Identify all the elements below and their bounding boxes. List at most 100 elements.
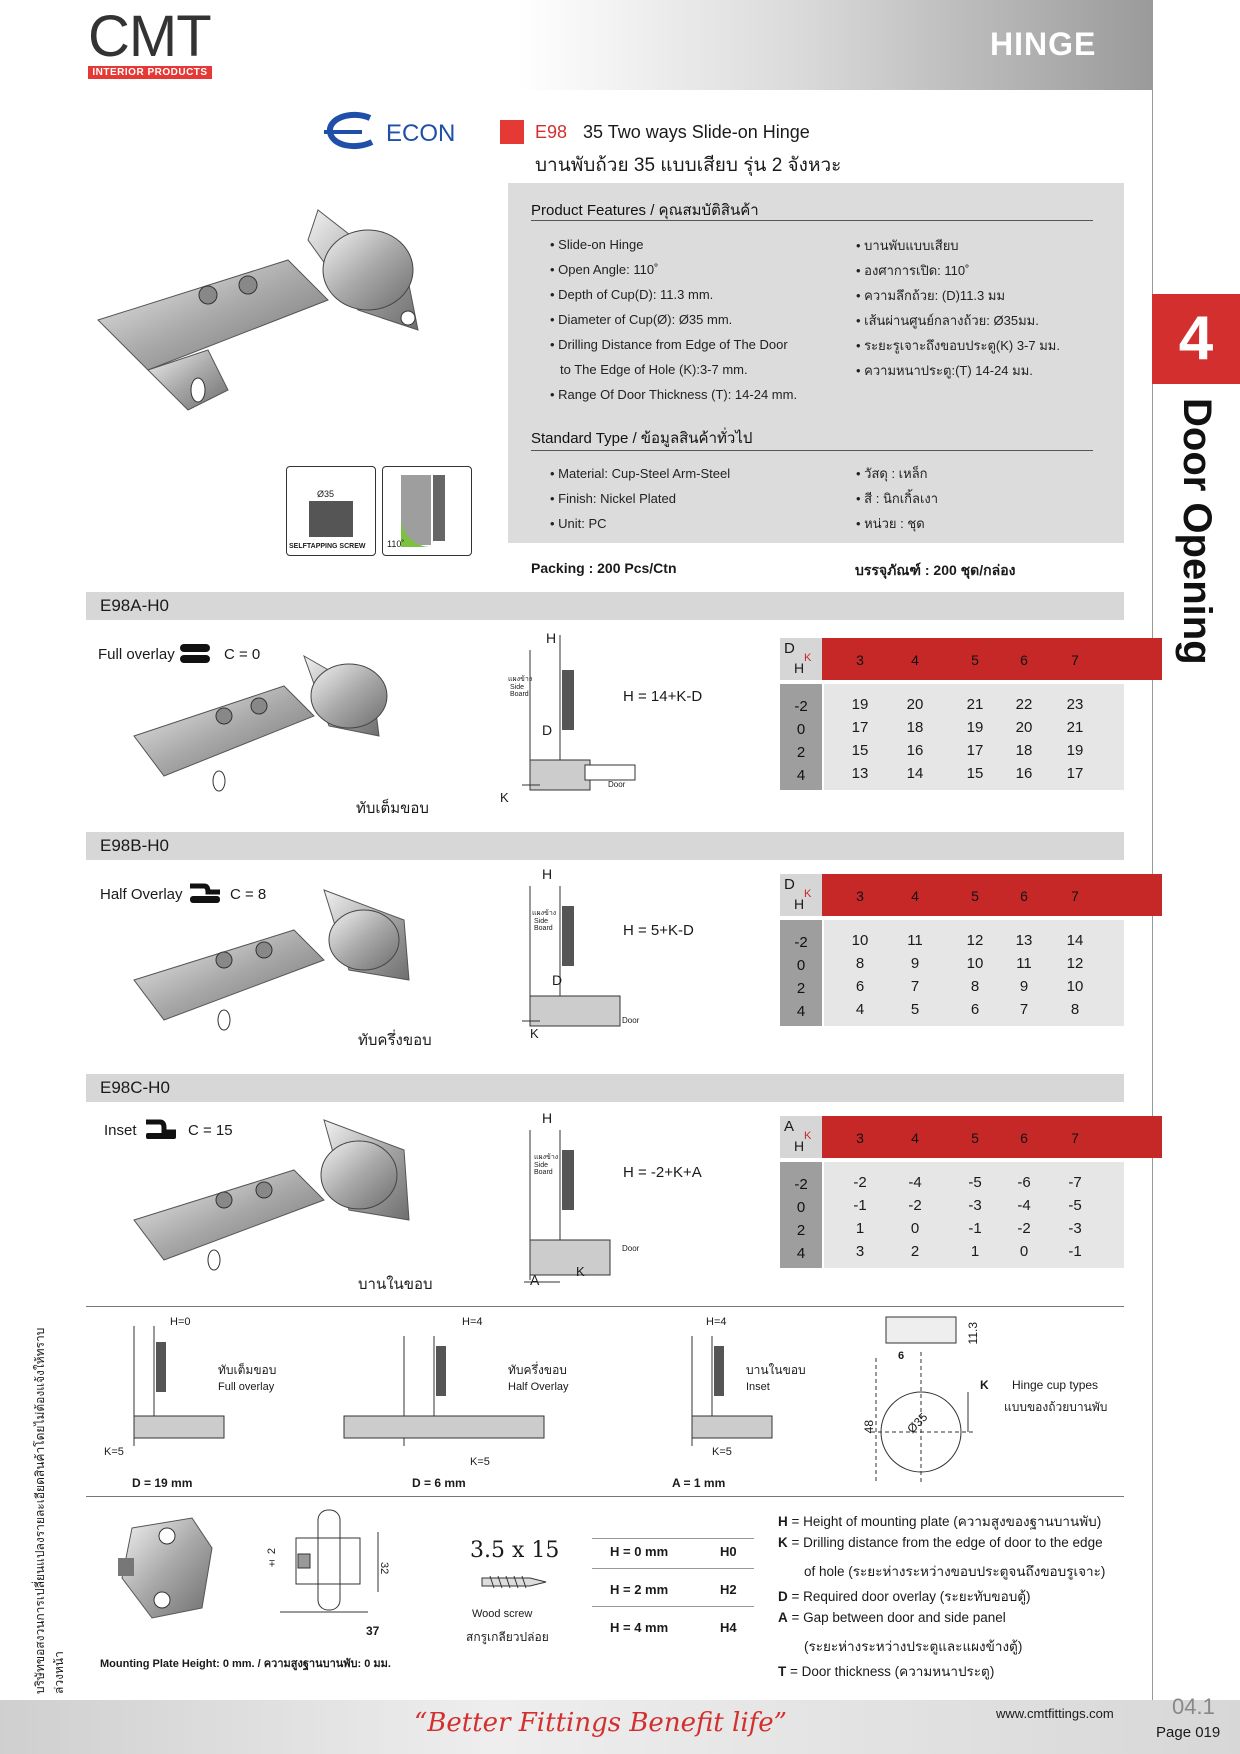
table-cell: -3 xyxy=(1068,1220,1082,1237)
legend-text: = Required door overlay (ระยะทับขอบตู้) xyxy=(791,1589,1031,1604)
table-row-labels xyxy=(780,684,822,790)
website-link[interactable]: www.cmtfittings.com xyxy=(996,1706,1114,1721)
mounting-diagram: H แผงข้าง Side Board D K Door xyxy=(500,866,670,1041)
corner-bottom: H xyxy=(794,1138,805,1154)
dim-k: K xyxy=(500,790,509,805)
table-cell: 14 xyxy=(906,765,924,782)
table-corner: D K H xyxy=(780,874,822,916)
mounting-plate-photo xyxy=(118,1517,213,1619)
wood-screw-th: สกรูเกลียวปล่อย xyxy=(466,1630,549,1644)
plate-dim-37: 37 xyxy=(366,1624,380,1638)
corner-top: A xyxy=(784,1118,795,1135)
wood-screw-en: Wood screw xyxy=(472,1608,533,1620)
overlay-label: Full overlay xyxy=(98,646,175,663)
example-h: H=4 xyxy=(462,1316,483,1328)
side-board: Side Board xyxy=(534,918,553,932)
legend-line: A = Gap between door and side panel xyxy=(778,1610,1006,1625)
table-cell: 20 xyxy=(1015,719,1033,736)
open-angle-icon xyxy=(401,475,445,547)
example-k: K=5 xyxy=(104,1446,124,1458)
example-diagram xyxy=(343,1336,545,1446)
table-cell: 1 xyxy=(855,1220,865,1237)
example-h: H=4 xyxy=(706,1316,727,1328)
corner-k: K xyxy=(804,1130,812,1142)
example-thai: บานในขอบ xyxy=(746,1363,806,1377)
mounting-diagram: H แผงข้าง Side Board D K Door xyxy=(500,630,670,805)
table-cell: 15 xyxy=(966,765,984,782)
dim-k: K xyxy=(530,1026,539,1041)
table-cell: 13 xyxy=(851,765,869,782)
table-cell: 0 xyxy=(910,1220,920,1237)
table-cell: 13 xyxy=(1015,932,1033,949)
example-h: H=0 xyxy=(170,1316,191,1328)
row-label: 4 xyxy=(796,1245,806,1262)
half-overlay-icon xyxy=(190,883,220,903)
table-cell: 18 xyxy=(906,719,924,736)
table-cell: 5 xyxy=(910,1001,920,1018)
model-marker-icon xyxy=(500,120,524,144)
table-cell: 7 xyxy=(1019,1001,1029,1018)
dim-d: D xyxy=(552,972,563,988)
row-label: 2 xyxy=(796,1222,806,1239)
standard-rule xyxy=(531,450,1093,451)
table-header-cell: 4 xyxy=(911,652,919,668)
divider xyxy=(86,1496,1124,1497)
table-cell: 11 xyxy=(907,932,923,949)
corner-top: D xyxy=(784,876,795,893)
dim-d: D xyxy=(542,722,553,738)
table-cell: 16 xyxy=(1015,765,1033,782)
example-thai: ทับครึ่งขอบ xyxy=(508,1363,567,1377)
open-angle-label: 110˚ xyxy=(387,539,405,549)
table-cell: -4 xyxy=(1017,1197,1031,1214)
table-header-cell: 5 xyxy=(971,1130,979,1146)
table-cell: -2 xyxy=(908,1197,922,1214)
econ-brand-text: ECON xyxy=(386,120,456,147)
table-cell: 20 xyxy=(906,696,924,713)
legend-text: (ระยะห่างระหว่างประตูและแผงข้างตู้) xyxy=(804,1639,1023,1654)
table-cell: 9 xyxy=(910,955,920,972)
plate-dim-12: ± 2 xyxy=(266,1548,278,1570)
hinge-photo-main xyxy=(97,209,419,411)
plate-height: H = 0 mm xyxy=(610,1544,669,1559)
table-header-cell: 7 xyxy=(1071,888,1079,904)
table-cell: 21 xyxy=(1066,719,1084,736)
table-cell: -5 xyxy=(1068,1197,1082,1214)
table-cell: 12 xyxy=(966,932,984,949)
plate-code: H4 xyxy=(720,1620,737,1635)
legend-line: of hole (ระยะห่างระหว่างขอบประตูจนถึงขอบ… xyxy=(804,1560,1105,1582)
table-cell: 17 xyxy=(1066,765,1084,782)
hinge-cup-diagram xyxy=(871,1316,976,1482)
overlay-table: D K H 3 4 5 6 7 -2 0 2 4 19 20 21 22 23 … xyxy=(780,638,1162,806)
feature-en: Diameter of Cup(Ø): Ø35 mm. xyxy=(550,312,732,327)
table-cell: -4 xyxy=(908,1174,922,1191)
model-code-label: E98A-H0 xyxy=(100,596,169,615)
mounting-caption: Mounting Plate Height: 0 mm. / ความสูงฐา… xyxy=(100,1658,391,1670)
door-label: Door xyxy=(622,1244,640,1253)
cup-types-th: แบบของถ้วยบานพับ xyxy=(1004,1400,1108,1414)
series-label: Door Opening Series xyxy=(1065,398,1219,665)
open-angle-icon-box: 110˚ xyxy=(382,466,472,556)
table-cell: 8 xyxy=(1070,1001,1080,1018)
cup-depth-dim: 11.3 xyxy=(966,1322,980,1345)
formula: H = -2+K+A xyxy=(623,1164,702,1181)
table-cell: 23 xyxy=(1066,696,1084,713)
dim-k: K xyxy=(576,1264,585,1279)
plate-dim-32: 32 xyxy=(378,1562,390,1575)
plate-code: H0 xyxy=(720,1544,737,1559)
model-bar: E98A-H0 xyxy=(86,592,1124,620)
table-cell: 15 xyxy=(851,742,869,759)
side-board: Side Board xyxy=(510,684,529,698)
row-label: 0 xyxy=(796,721,806,738)
example-diagram xyxy=(133,1326,225,1446)
table-cell: 17 xyxy=(966,742,984,759)
legend-text: of hole (ระยะห่างระหว่างขอบประตูจนถึงขอบ… xyxy=(804,1564,1106,1579)
standard-en: Finish: Nickel Plated xyxy=(550,491,676,506)
corner-bottom: H xyxy=(794,660,805,676)
table-header-cell: 3 xyxy=(856,652,864,668)
table-corner: A K H xyxy=(780,1116,822,1158)
legend-line: T = Door thickness (ความหนาประตู) xyxy=(778,1660,994,1682)
table-cell: 18 xyxy=(1015,742,1033,759)
row-label: -2 xyxy=(794,698,808,715)
legend-key: T xyxy=(778,1664,787,1679)
side-board: Side Board xyxy=(534,1162,553,1176)
